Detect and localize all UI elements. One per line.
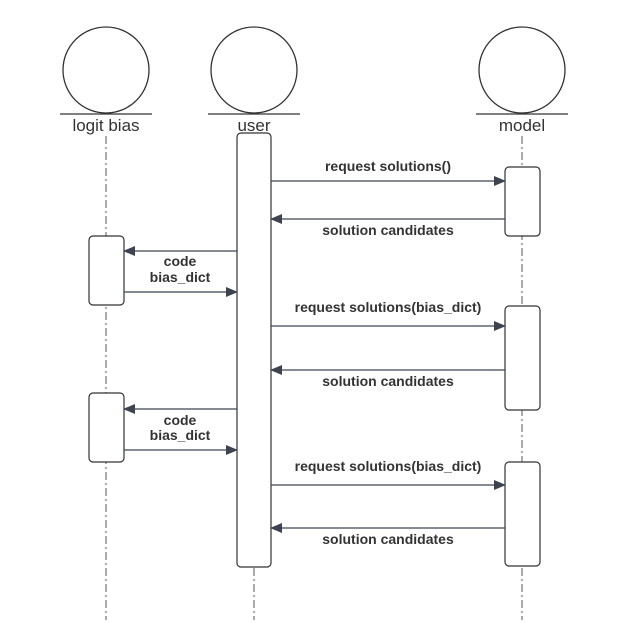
actor-logit-bias-circle [62, 26, 150, 114]
message-label: code [164, 253, 197, 269]
actor-model-circle [478, 26, 566, 114]
message-label: code [164, 412, 197, 428]
message-label: solution candidates [322, 531, 454, 547]
activation-user [236, 132, 272, 568]
lifeline-model: model [476, 26, 568, 620]
message-label: bias_dict [150, 427, 211, 443]
actor-logit-bias-label: logit bias [72, 116, 139, 135]
actor-user-circle [210, 26, 298, 114]
message-label: request solutions(bias_dict) [295, 458, 482, 474]
activation-model-3 [504, 461, 541, 567]
message-label: bias_dict [150, 269, 211, 285]
actor-model-label: model [499, 116, 545, 135]
activation-model-2 [504, 305, 541, 411]
lifeline-logit-bias: logit bias [60, 26, 152, 620]
message-label: request solutions(bias_dict) [295, 299, 482, 315]
activation-model-1 [504, 166, 541, 237]
activation-logit-bias-2 [88, 392, 125, 463]
activation-logit-bias-1 [88, 235, 125, 306]
actor-user-label: user [237, 116, 270, 135]
message-label: solution candidates [322, 373, 454, 389]
message-label: request solutions() [325, 158, 451, 174]
message-label: solution candidates [322, 222, 454, 238]
